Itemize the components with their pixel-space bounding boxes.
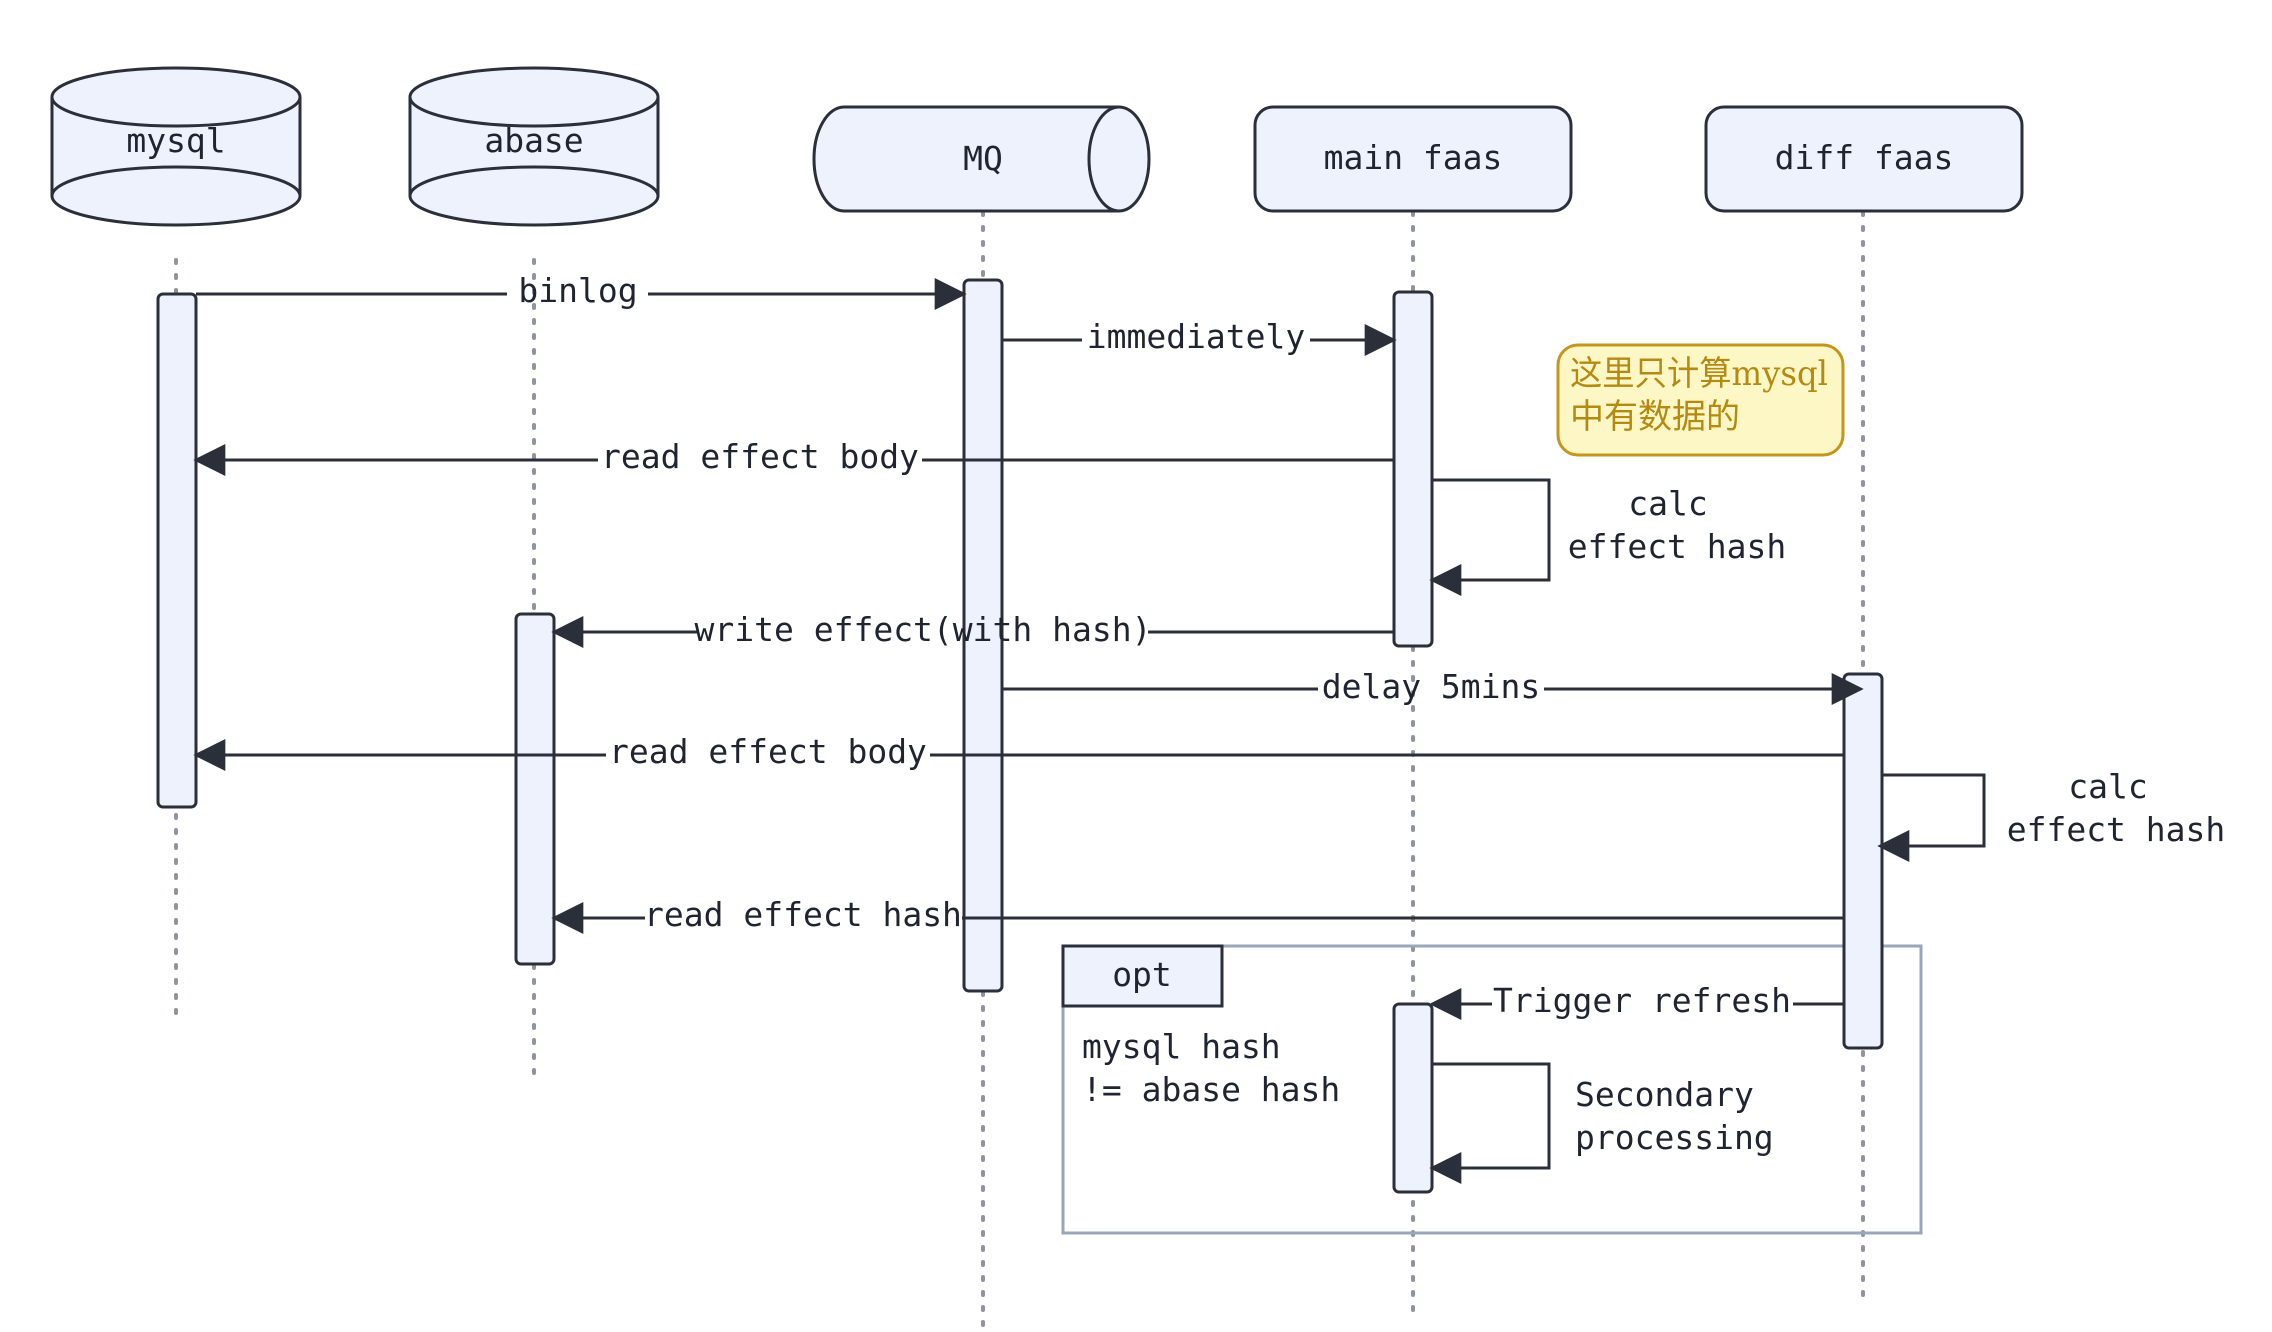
msg-read-body-2-label: read effect body	[609, 732, 927, 771]
msg-delay-label: delay 5mins	[1322, 667, 1541, 706]
msg-read-body-1-label: read effect body	[601, 437, 919, 476]
msg-secondary-line2: processing	[1575, 1118, 1774, 1157]
activation-diff-faas	[1842, 672, 1884, 1050]
msg-self-calc-2	[1877, 773, 1986, 862]
msg-read-hash-label: read effect hash	[644, 895, 962, 934]
sticky-note-line2: 中有数据的	[1570, 397, 1740, 437]
participant-mysql: mysql	[50, 66, 302, 227]
opt-condition-line1: mysql hash	[1082, 1027, 1281, 1066]
opt-fragment: opt mysql hash != abase hash	[1061, 944, 1923, 1235]
message-labels: binlog immediately read effect body calc…	[518, 271, 2225, 1157]
participant-main-faas-label: main faas	[1324, 138, 1503, 177]
msg-calc-2-line2: effect hash	[2007, 810, 2226, 849]
participant-diff-faas: diff faas	[1704, 105, 2024, 213]
participant-mq: MQ	[812, 105, 1151, 213]
participant-mysql-label: mysql	[126, 121, 225, 160]
sticky-note-line1: 这里只计算mysql	[1570, 354, 1828, 394]
participant-abase: abase	[408, 66, 660, 227]
msg-self-calc-1	[1429, 478, 1551, 596]
msg-binlog-label: binlog	[518, 271, 637, 310]
activation-mysql	[156, 292, 198, 809]
msg-secondary-line1: Secondary	[1575, 1075, 1754, 1114]
activation-mq	[962, 278, 1004, 993]
msg-calc-1-line1: calc	[1628, 484, 1707, 523]
messages	[193, 278, 1986, 1184]
participant-mq-label: MQ	[963, 139, 1003, 178]
activation-main-faas-1	[1392, 290, 1434, 648]
opt-condition-line2: != abase hash	[1082, 1070, 1340, 1109]
msg-trigger-label: Trigger refresh	[1493, 981, 1791, 1020]
msg-calc-2-line1: calc	[2068, 767, 2147, 806]
msg-immediately-label: immediately	[1087, 317, 1306, 356]
msg-self-secondary	[1429, 1062, 1551, 1184]
participant-abase-label: abase	[484, 121, 583, 160]
msg-write-effect-label: write effect(with hash)	[695, 610, 1152, 649]
opt-fragment-label: opt	[1112, 955, 1172, 994]
activation-main-faas-2	[1392, 1002, 1434, 1194]
sticky-note: 这里只计算mysql 中有数据的	[1556, 343, 1845, 457]
participant-diff-faas-label: diff faas	[1775, 138, 1954, 177]
msg-calc-1-line2: effect hash	[1568, 527, 1787, 566]
activation-abase	[514, 612, 556, 966]
participant-main-faas: main faas	[1253, 105, 1573, 213]
